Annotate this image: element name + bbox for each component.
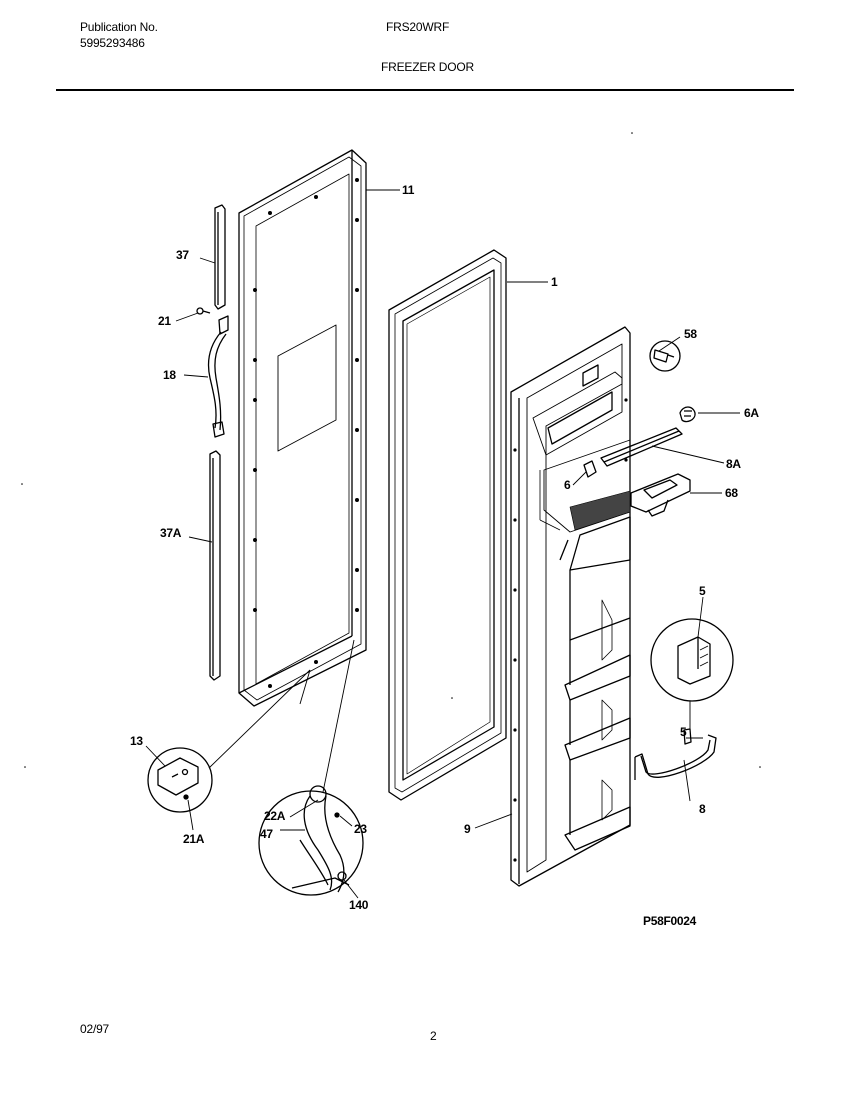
- publication-number: 5995293486: [80, 36, 145, 50]
- callout-8A: 8A: [726, 457, 741, 471]
- scan-specks: [21, 132, 761, 768]
- bracket-6: [583, 460, 597, 478]
- page-number: 2: [430, 1029, 437, 1043]
- upper-trim-strip: [214, 204, 226, 310]
- lower-trim-strip: [209, 450, 221, 681]
- callout-6A: 6A: [744, 406, 759, 420]
- callout-6: 6: [564, 478, 571, 492]
- callout-22A: 22A: [264, 809, 286, 823]
- callout-68: 68: [725, 486, 738, 500]
- callout-9: 9: [464, 822, 471, 836]
- publication-label: Publication No.: [80, 20, 158, 34]
- callout-8: 8: [699, 802, 706, 816]
- figure-code: P58F0024: [643, 914, 696, 928]
- callout-1: 1: [551, 275, 558, 289]
- outer-dispenser-door: [510, 326, 631, 887]
- clip-6A: [679, 406, 696, 423]
- callout-37A: 37A: [160, 526, 182, 540]
- dispenser-paddle-68: [630, 473, 691, 517]
- door-handle-18: [207, 315, 229, 438]
- callout-21A: 21A: [183, 832, 205, 846]
- screw-58: [649, 340, 681, 372]
- actuator-rod-8A: [600, 427, 683, 467]
- callout-47: 47: [260, 827, 273, 841]
- footer-date: 02/97: [80, 1022, 110, 1036]
- callout-11: 11: [402, 183, 415, 197]
- hinge-detail-13: [147, 747, 213, 813]
- callout-23: 23: [354, 822, 367, 836]
- header-rule: [56, 89, 794, 91]
- model-number: FRS20WRF: [386, 20, 450, 34]
- callout-5-upper: 5: [699, 584, 706, 598]
- screw-21: [196, 307, 211, 315]
- door-gasket: [388, 249, 507, 801]
- switch-detail-5: [650, 618, 734, 702]
- callout-21: 21: [158, 314, 171, 328]
- callout-58: 58: [684, 327, 697, 341]
- callout-140: 140: [349, 898, 369, 912]
- callout-13: 13: [130, 734, 143, 748]
- section-title: FREEZER DOOR: [381, 60, 474, 74]
- wire-harness-detail: [258, 785, 364, 896]
- inner-door-panel: [238, 149, 367, 707]
- bracket-8: [634, 728, 717, 780]
- callout-18: 18: [163, 368, 176, 382]
- callout-37: 37: [176, 248, 189, 262]
- callout-5-lower: 5: [680, 725, 687, 739]
